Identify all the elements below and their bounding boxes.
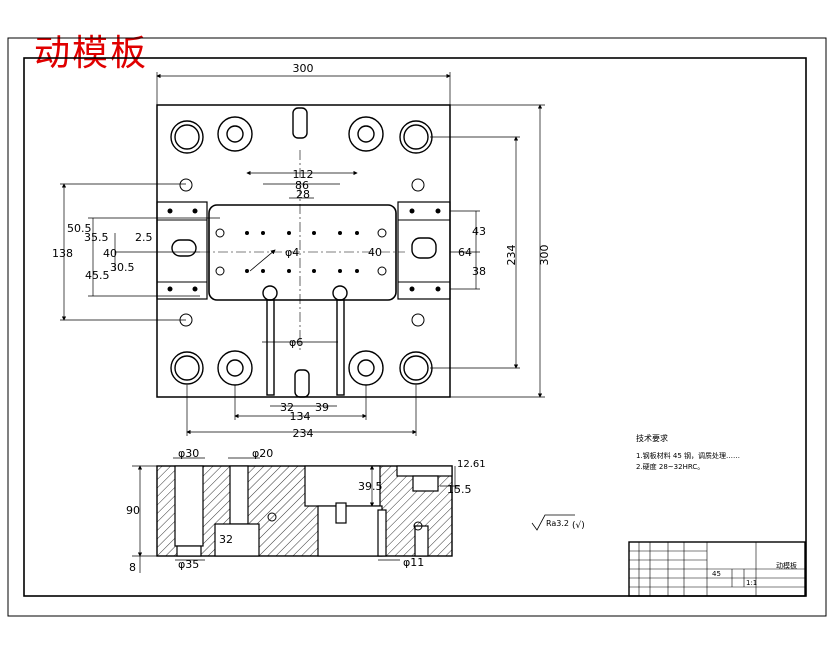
- dim-38: 38: [472, 265, 486, 278]
- dim-35-5: 35.5: [84, 231, 109, 244]
- dim-32-section: 32: [219, 533, 233, 546]
- dim-234-right: 234: [505, 245, 518, 266]
- dim-86: 86: [295, 179, 309, 192]
- dim-2-5: 2.5: [135, 231, 153, 244]
- cavity-outline: [208, 204, 397, 301]
- dim-43: 43: [472, 225, 486, 238]
- dim-39: 39: [315, 401, 329, 414]
- dim-12-61: 12.61: [457, 459, 486, 470]
- dim-64: 64: [458, 246, 472, 259]
- dim-50-5: 50.5: [67, 222, 92, 235]
- title-block: 动模板 45 1:1: [628, 541, 806, 597]
- dim-40-center: 40: [368, 246, 382, 259]
- dim-phi35: φ35: [178, 558, 199, 571]
- dim-phi30: φ30: [178, 447, 199, 460]
- notes-line2: 2.硬度 28~32HRC。: [636, 462, 704, 471]
- dim-300-height: 300: [538, 245, 551, 266]
- right-slot: [411, 237, 437, 259]
- dim-234-bottom: 234: [293, 427, 314, 440]
- left-slot: [171, 239, 197, 257]
- dim-90: 90: [126, 504, 140, 517]
- dim-phi6: φ6: [289, 336, 303, 349]
- dim-8: 8: [129, 561, 136, 574]
- title-block-scale: 1:1: [746, 579, 757, 587]
- outer-border: [7, 37, 827, 617]
- roughness-value: Ra3.2: [546, 519, 569, 528]
- right-block: [397, 201, 451, 300]
- top-view: 300 300 234 234 112 86 28 50.5 35.5 2.5 …: [52, 62, 551, 440]
- dim-45-5: 45.5: [85, 269, 110, 282]
- dim-32-top: 32: [280, 401, 294, 414]
- dim-phi11: φ11: [403, 556, 424, 569]
- dim-134: 134: [290, 410, 311, 423]
- roughness-suffix: (√): [572, 520, 585, 531]
- title-block-material: 45: [712, 570, 721, 578]
- notes-heading: 技术要求: [636, 433, 668, 443]
- dim-28: 28: [296, 188, 310, 201]
- section-view: φ30 φ20 90 32 8 φ35 39.5 12.61 15.5 φ11: [126, 447, 486, 574]
- notes-line1: 1.钢板材料 45 钢，调质处理……: [636, 451, 740, 460]
- dim-30-5: 30.5: [110, 261, 135, 274]
- dim-112: 112: [293, 168, 314, 181]
- dim-300-width: 300: [293, 62, 314, 75]
- dim-40-left: 40: [103, 247, 117, 260]
- left-block: [156, 201, 208, 300]
- drawing-title: 动模板: [34, 33, 149, 74]
- guide-holes: [170, 116, 433, 386]
- inner-border: [23, 57, 807, 597]
- dim-15-5: 15.5: [447, 483, 472, 496]
- dim-138: 138: [52, 247, 73, 260]
- title-block-part-name: 动模板: [776, 561, 797, 570]
- dim-phi4: φ4: [285, 246, 299, 259]
- roughness-symbol: [531, 514, 575, 531]
- dim-39-5: 39.5: [358, 480, 383, 493]
- dim-phi20: φ20: [252, 447, 273, 460]
- technical-notes: 技术要求 1.钢板材料 45 钢，调质处理…… 2.硬度 28~32HRC。 R…: [531, 433, 740, 531]
